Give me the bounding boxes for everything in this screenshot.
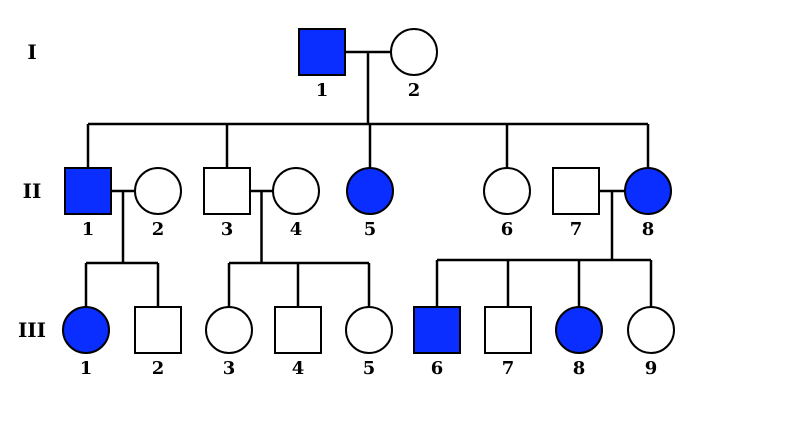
- unaffected-female-symbol: [205, 306, 253, 354]
- unaffected-male-symbol: [274, 306, 322, 354]
- affected-female-symbol: [62, 306, 110, 354]
- individual-number: 4: [292, 358, 305, 379]
- individual-number: 1: [80, 358, 93, 379]
- unaffected-female-symbol: [390, 28, 438, 76]
- individual-number: 7: [570, 219, 583, 240]
- unaffected-female-symbol: [134, 167, 182, 215]
- affected-female-symbol: [624, 167, 672, 215]
- affected-male-symbol: [298, 28, 346, 76]
- individual-number: 3: [221, 219, 234, 240]
- affected-male-symbol: [64, 167, 112, 215]
- pedigree-individuals: [62, 28, 675, 354]
- unaffected-female-symbol: [272, 167, 320, 215]
- individual-number: 3: [223, 358, 236, 379]
- individual-number: 4: [290, 219, 303, 240]
- individual-number: 8: [573, 358, 586, 379]
- pedigree-lines: [84, 50, 653, 307]
- generation-label: III: [18, 318, 46, 342]
- unaffected-male-symbol: [552, 167, 600, 215]
- affected-male-symbol: [413, 306, 461, 354]
- affected-female-symbol: [346, 167, 394, 215]
- individual-number: 1: [316, 80, 329, 101]
- individual-number: 7: [502, 358, 515, 379]
- individual-number: 9: [645, 358, 658, 379]
- individual-number: 2: [152, 219, 165, 240]
- individual-number: 2: [152, 358, 165, 379]
- unaffected-female-symbol: [627, 306, 675, 354]
- individual-number: 5: [363, 358, 376, 379]
- generation-label: I: [27, 40, 36, 64]
- unaffected-female-symbol: [483, 167, 531, 215]
- generation-label: II: [23, 179, 42, 203]
- individual-number: 1: [82, 219, 95, 240]
- unaffected-male-symbol: [484, 306, 532, 354]
- individual-number: 6: [501, 219, 514, 240]
- unaffected-male-symbol: [203, 167, 251, 215]
- individual-number: 5: [364, 219, 377, 240]
- individual-number: 8: [642, 219, 655, 240]
- affected-female-symbol: [555, 306, 603, 354]
- individual-number: 2: [408, 80, 421, 101]
- unaffected-male-symbol: [134, 306, 182, 354]
- individual-number: 6: [431, 358, 444, 379]
- unaffected-female-symbol: [345, 306, 393, 354]
